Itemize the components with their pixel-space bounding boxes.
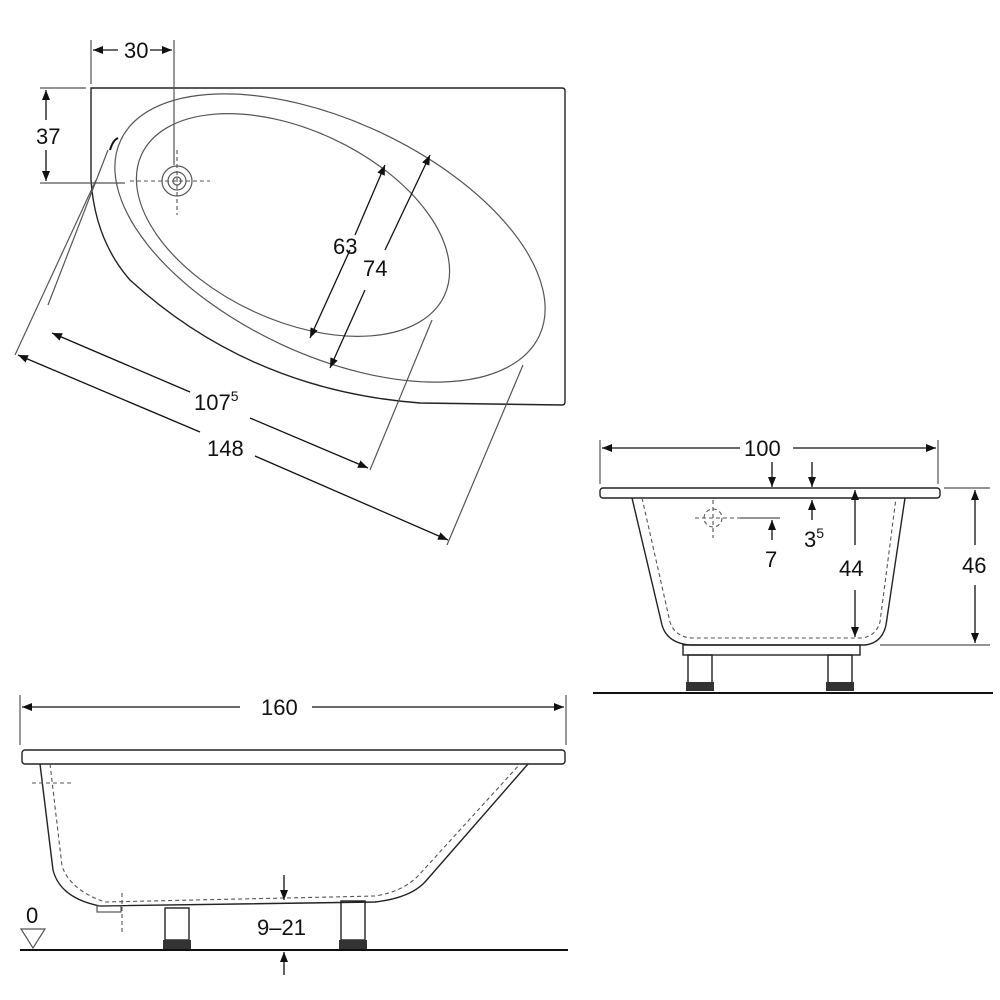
tub-outline bbox=[90, 87, 566, 406]
rim bbox=[21, 749, 566, 765]
base-plate bbox=[682, 644, 861, 656]
level-triangle-icon bbox=[19, 928, 47, 950]
dim-inner-depth: 44 bbox=[839, 556, 863, 581]
overflow-icon bbox=[109, 137, 119, 151]
dim-overflow: 7 bbox=[765, 547, 777, 572]
dim-length: 160 bbox=[261, 695, 298, 720]
dim-width: 100 bbox=[744, 436, 781, 461]
adjustable-foot bbox=[826, 654, 854, 691]
rim bbox=[599, 487, 941, 499]
floor-level-label: 0 bbox=[26, 903, 38, 928]
dim-outer-length: 148 bbox=[207, 436, 244, 461]
dim-drain-x: 30 bbox=[124, 38, 148, 63]
dim-inner-width: 63 bbox=[333, 234, 357, 259]
side-view: 160 0 9–21 bbox=[19, 695, 568, 975]
drain-icon bbox=[130, 150, 210, 215]
adjustable-foot bbox=[339, 900, 367, 949]
top-view: 30 37 63 74 1075 148 bbox=[14, 38, 566, 546]
dim-drain-y: 37 bbox=[36, 124, 60, 149]
dim-rim: 35 bbox=[804, 525, 824, 552]
dim-inner-length: 1075 bbox=[194, 388, 239, 415]
outer-rim bbox=[114, 93, 546, 383]
end-view: 100 35 7 44 46 bbox=[593, 436, 993, 694]
dim-outer-width: 74 bbox=[363, 256, 387, 281]
dim-total-height: 46 bbox=[962, 553, 986, 578]
inner-basin bbox=[135, 113, 451, 337]
dim-feet-adjust: 9–21 bbox=[257, 915, 306, 940]
adjustable-foot bbox=[686, 654, 714, 691]
adjustable-foot bbox=[163, 907, 191, 949]
overflow-icon bbox=[695, 500, 740, 538]
